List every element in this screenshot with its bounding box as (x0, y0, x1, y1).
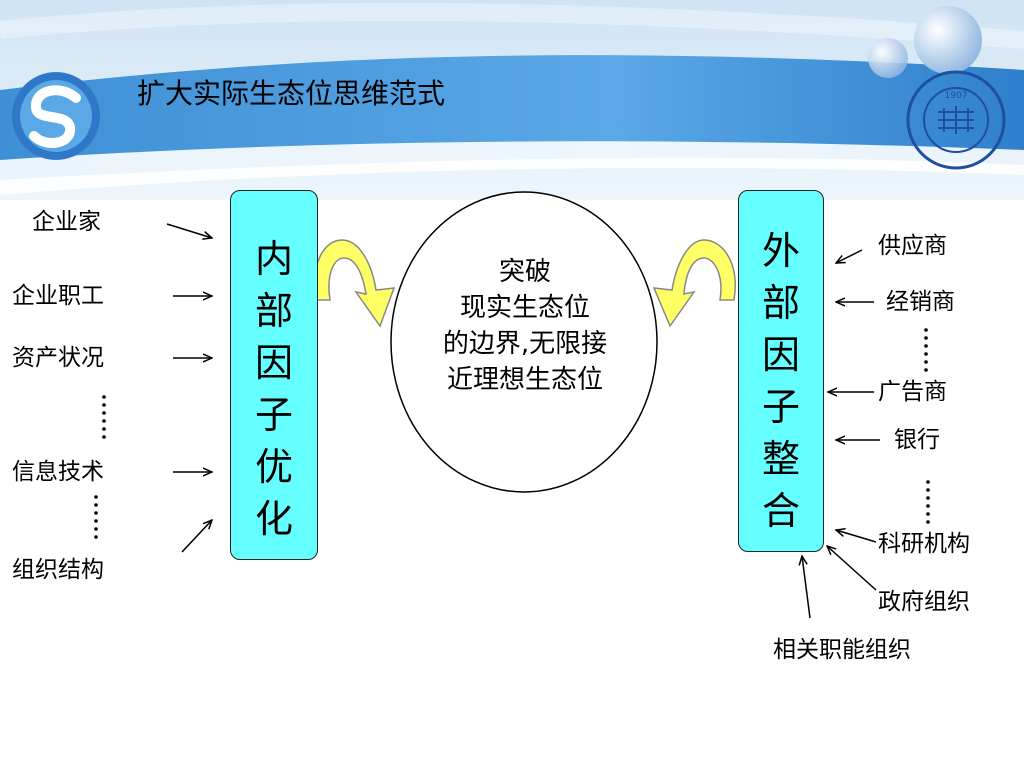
left-ellipsis-dots-2 (94, 495, 98, 539)
left-curved-arrow (314, 239, 396, 328)
center-text: 突破 现实生态位 的边界,无限接 近理想生态位 (442, 257, 608, 395)
arrow-related (802, 556, 811, 619)
header-banner (0, 0, 1024, 200)
label-related: 相关职能组织 (773, 637, 911, 663)
arrow-research (836, 530, 877, 543)
arrow-org (181, 520, 212, 553)
page-title: 扩大实际生态位思维范式 (137, 77, 446, 110)
right-ellipsis-dots-2 (926, 480, 930, 524)
arrow-entrepreneur (166, 223, 212, 238)
left-ellipsis-dots-1 (102, 395, 106, 439)
svg-text:1907: 1907 (945, 91, 968, 101)
logo-icon (12, 72, 100, 160)
external-factor-box: 外 部 因 子 整 合 (738, 190, 824, 552)
arrow-supplier (836, 249, 863, 263)
decor-sphere (868, 38, 908, 78)
label-assets: 资产状况 (12, 345, 104, 371)
label-org: 组织结构 (12, 557, 104, 583)
label-bank: 银行 (894, 427, 940, 453)
arrow-government (827, 546, 877, 591)
label-advertiser: 广告商 (878, 379, 947, 405)
university-seal-icon: 1907 (906, 70, 1006, 170)
label-it: 信息技术 (12, 459, 104, 485)
label-supplier: 供应商 (878, 233, 947, 259)
label-government: 政府组织 (878, 589, 970, 615)
label-dealer: 经销商 (886, 289, 955, 315)
label-entrepreneur: 企业家 (32, 209, 101, 235)
right-ellipsis-dots-1 (924, 328, 928, 372)
label-research: 科研机构 (878, 531, 970, 557)
internal-factor-box: 内 部 因 子 优 化 (230, 190, 318, 560)
center-ellipse (390, 191, 658, 493)
internal-factor-text: 内 部 因 子 优 化 (254, 237, 293, 541)
right-curved-arrow (652, 239, 736, 328)
decor-sphere (914, 6, 982, 74)
label-staff: 企业职工 (12, 283, 104, 309)
external-factor-text: 外 部 因 子 整 合 (761, 229, 800, 533)
